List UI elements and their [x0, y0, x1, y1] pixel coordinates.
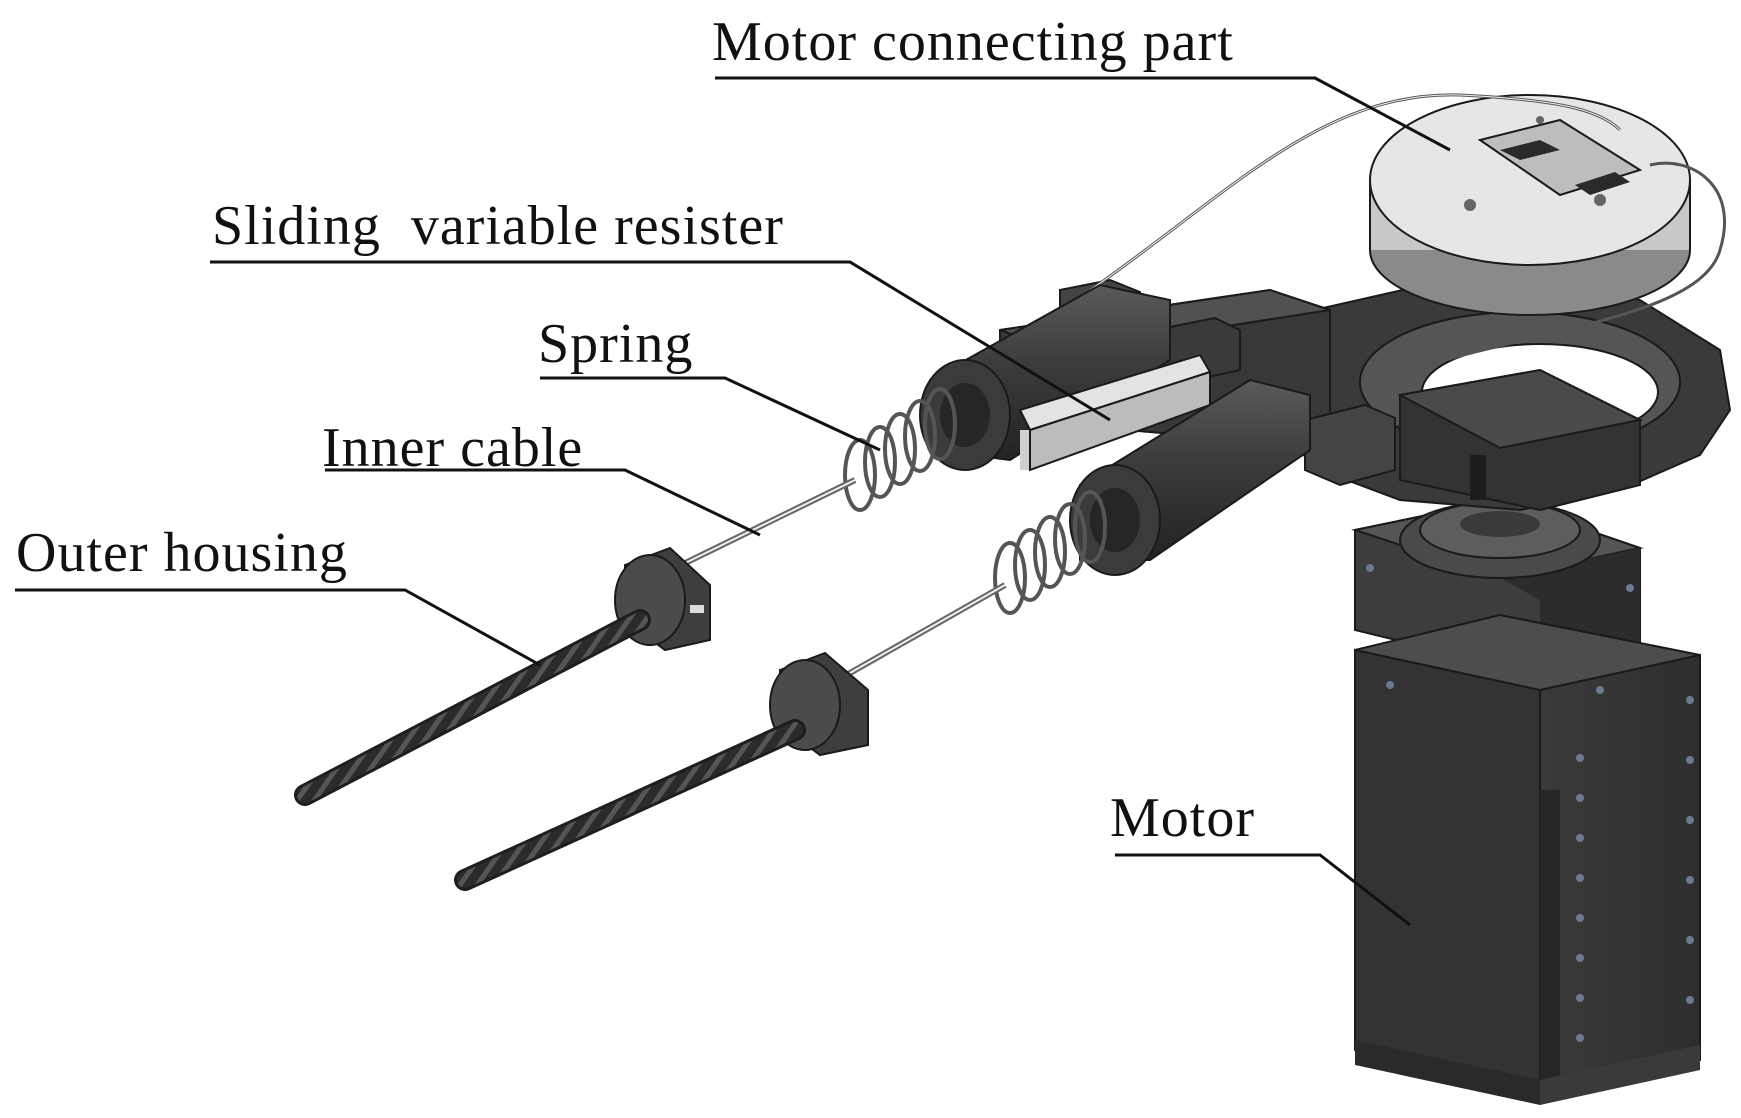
- label-inner-cable: Inner cable: [322, 417, 584, 479]
- label-spring: Spring: [538, 313, 694, 375]
- label-motor: Motor: [1110, 787, 1255, 849]
- stopper-upper: [614, 546, 711, 652]
- label-sliding-variable-resister: Sliding variable resister: [212, 195, 784, 257]
- label-outer-housing: Outer housing: [16, 522, 348, 584]
- spring-lower: [993, 490, 1107, 615]
- leader-outer-housing: [15, 588, 541, 667]
- motor-connecting-disc: [1369, 94, 1691, 316]
- leader-spring: [540, 376, 881, 452]
- label-motor-connecting-part: Motor connecting part: [712, 11, 1234, 73]
- leader-motor-connecting-part: [715, 76, 1451, 152]
- spring-upper: [843, 387, 957, 512]
- leader-inner-cable: [325, 468, 761, 537]
- outer-housing-upper: [294, 609, 651, 806]
- motor: [1351, 498, 1701, 1105]
- leader-sliding-variable-resister: [210, 260, 1111, 422]
- leader-motor: [1115, 853, 1411, 927]
- leader-lines: [15, 76, 1451, 927]
- outer-housing-lower: [454, 719, 806, 891]
- cable-arcs: [1019, 93, 1727, 382]
